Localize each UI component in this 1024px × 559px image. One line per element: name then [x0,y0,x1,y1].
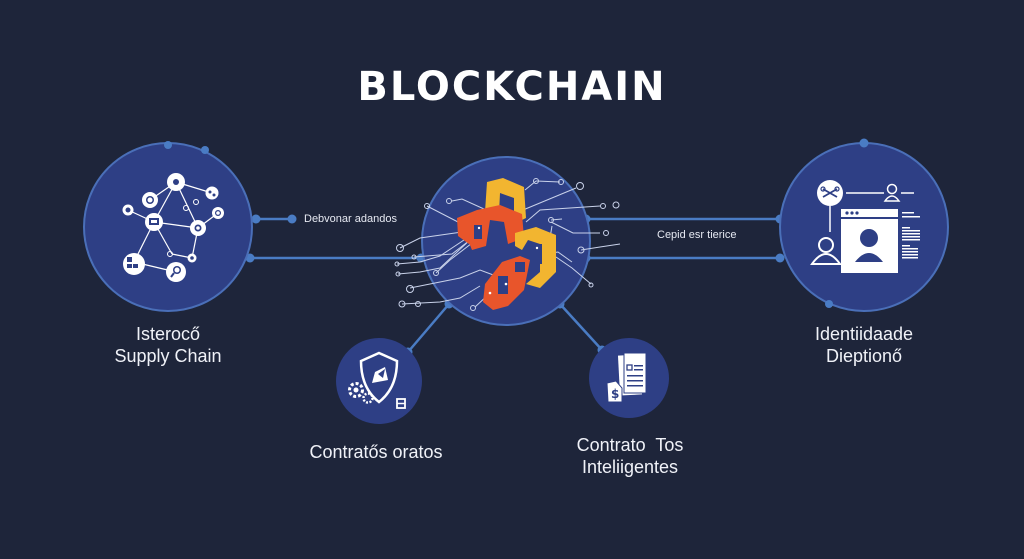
chain-links-icon [457,178,556,310]
svg-text:$: $ [611,387,619,401]
blockchain-hub-node[interactable] [394,156,621,326]
contracts-security-label: Contratős oratos [276,441,476,463]
document-dollar-icon: $ [606,352,647,403]
supply-chain-label-line2: Supply Chain [114,346,222,366]
circuit-traces [394,178,621,311]
left-link-label: Debvonar adandos [304,213,397,225]
smart-contracts-label-line2: Inteliigentes [581,457,679,477]
identity-label-line2: Dieptionő [825,346,903,366]
smart-contracts-label-line1: Contrato Tos [576,435,684,455]
contracts-security-label-line1: Contratős oratos [309,442,443,462]
shield-gears-icon [348,351,406,409]
supply-chain-label-line1: Isterocő [135,324,201,344]
right-link-label: Cepid esr tierice [657,229,737,241]
smart-contracts-label: Contrato Tos Inteliigentes [530,434,730,478]
identity-node[interactable] [779,138,949,312]
identity-label-line1: Identiidaade [814,324,914,344]
supply-chain-node[interactable] [83,141,253,312]
supply-chain-label: Isterocő Supply Chain [68,323,268,367]
identity-profile-icon [810,180,920,273]
page-title: BLOCKCHAIN [357,64,667,110]
smart-contracts-node[interactable]: $ [589,338,669,418]
left-connector-lines [250,217,780,353]
contracts-security-node[interactable] [336,338,422,424]
identity-label: Identiidaade Dieptionő [764,323,964,367]
